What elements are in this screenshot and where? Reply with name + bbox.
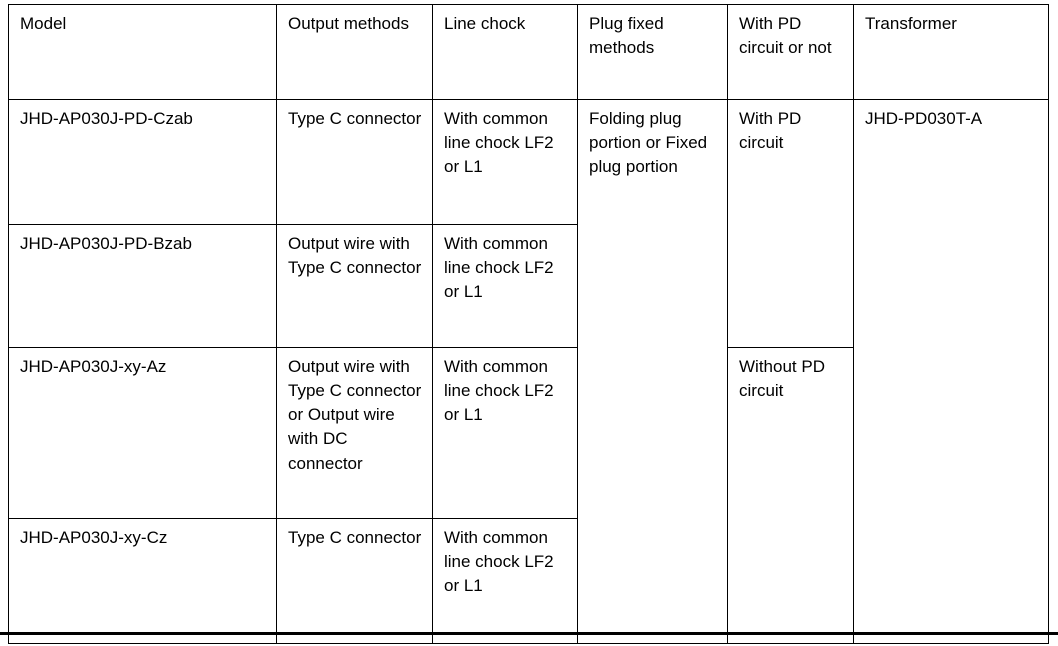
cell-line-chock-value: With common line chock LF2 or L1 [444, 528, 554, 596]
column-header-pd-circuit-label: With PD circuit or not [739, 14, 832, 58]
cell-model-value: JHD-AP030J-xy-Az [20, 357, 167, 376]
model-specification-table: Model Output methods Line chock Plug fix… [8, 4, 1049, 644]
column-header-transformer: Transformer [853, 4, 1049, 100]
column-header-plug-fixed-methods-label: Plug fixed methods [589, 14, 664, 58]
cell-output-methods-value: Output wire with Type C connector or Out… [288, 357, 422, 473]
table-row: JHD-AP030J-xy-Cz Type C connector With c… [8, 518, 1049, 644]
column-header-model: Model [8, 4, 277, 100]
cell-pd-circuit-without-value: Without PD circuit [739, 357, 825, 401]
cell-line-chock: With common line chock LF2 or L1 [432, 99, 578, 225]
spec-table-container: Model Output methods Line chock Plug fix… [8, 4, 1049, 644]
cell-model: JHD-AP030J-xy-Cz [8, 518, 277, 644]
column-header-line-chock: Line chock [432, 4, 578, 100]
cell-line-chock: With common line chock LF2 or L1 [432, 518, 578, 644]
column-header-pd-circuit: With PD circuit or not [727, 4, 854, 100]
cell-output-methods: Type C connector [276, 99, 433, 225]
cell-output-methods: Output wire with Type C connector [276, 224, 433, 348]
cell-line-chock: With common line chock LF2 or L1 [432, 347, 578, 519]
cell-plug-fixed-methods-merged: Folding plug portion or Fixed plug porti… [577, 99, 728, 644]
column-header-model-label: Model [20, 14, 67, 33]
table-header-row: Model Output methods Line chock Plug fix… [8, 4, 1049, 100]
page-bottom-rule [0, 632, 1058, 635]
column-header-line-chock-label: Line chock [444, 14, 526, 33]
cell-line-chock: With common line chock LF2 or L1 [432, 224, 578, 348]
cell-model: JHD-AP030J-PD-Bzab [8, 224, 277, 348]
cell-output-methods-value: Type C connector [288, 528, 422, 547]
column-header-plug-fixed-methods: Plug fixed methods [577, 4, 728, 100]
cell-pd-circuit-merged-without: Without PD circuit [727, 347, 854, 644]
column-header-output-methods-label: Output methods [288, 14, 409, 33]
cell-line-chock-value: With common line chock LF2 or L1 [444, 109, 554, 177]
cell-output-methods-value: Type C connector [288, 109, 422, 128]
column-header-output-methods: Output methods [276, 4, 433, 100]
cell-model-value: JHD-AP030J-PD-Czab [20, 109, 193, 128]
table-row: JHD-AP030J-xy-Az Output wire with Type C… [8, 347, 1049, 644]
table-row: JHD-AP030J-PD-Czab Type C connector With… [8, 99, 1049, 644]
cell-output-methods-value: Output wire with Type C connector [288, 234, 422, 278]
cell-model-value: JHD-AP030J-PD-Bzab [20, 234, 192, 253]
cell-output-methods: Type C connector [276, 518, 433, 644]
cell-pd-circuit-with-value: With PD circuit [739, 109, 802, 153]
cell-plug-fixed-methods-value: Folding plug portion or Fixed plug porti… [589, 109, 708, 177]
cell-transformer-value: JHD-PD030T-A [865, 109, 983, 128]
cell-output-methods: Output wire with Type C connector or Out… [276, 347, 433, 519]
cell-model-value: JHD-AP030J-xy-Cz [20, 528, 168, 547]
cell-model: JHD-AP030J-PD-Czab [8, 99, 277, 225]
cell-line-chock-value: With common line chock LF2 or L1 [444, 234, 554, 302]
cell-transformer-merged: JHD-PD030T-A [853, 99, 1049, 644]
cell-pd-circuit-merged-with: With PD circuit [727, 99, 854, 348]
cell-model: JHD-AP030J-xy-Az [8, 347, 277, 519]
cell-line-chock-value: With common line chock LF2 or L1 [444, 357, 554, 425]
table-row: JHD-AP030J-PD-Bzab Output wire with Type… [8, 224, 1049, 348]
column-header-transformer-label: Transformer [865, 14, 957, 33]
